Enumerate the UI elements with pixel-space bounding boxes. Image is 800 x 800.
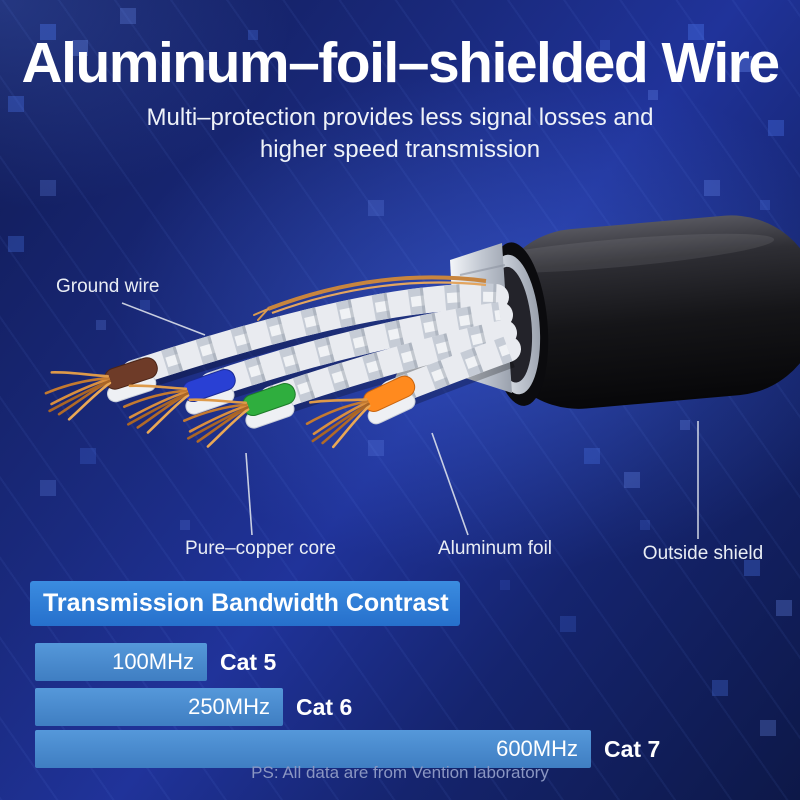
page-subtitle: Multi–protection provides less signal lo… — [0, 102, 800, 167]
pointer-aluminum-foil — [431, 432, 469, 536]
bar-cat7: 600MHz — [35, 730, 591, 768]
subtitle-line-1: Multi–protection provides less signal lo… — [146, 104, 654, 131]
pointer-copper-core — [245, 452, 253, 536]
bar-category-cat6: Cat 6 — [296, 693, 353, 720]
footnote: PS: All data are from Vention laboratory — [251, 763, 549, 782]
bar-row-cat6: 250MHz Cat 6 — [35, 688, 352, 726]
bar-cat6: 250MHz — [35, 688, 283, 726]
bar-value-cat7: 600MHz — [496, 736, 578, 761]
twisted-pair-green — [182, 320, 517, 448]
chart-title-banner: Transmission Bandwidth Contrast — [30, 581, 460, 626]
subtitle-line-2: higher speed transmission — [259, 136, 541, 164]
twisted-pair-orange — [305, 336, 521, 449]
bar-value-cat5: 100MHz — [112, 649, 194, 674]
bar-category-cat7: Cat 7 — [604, 735, 661, 762]
copper-strands — [182, 398, 250, 448]
label-copper-core: Pure–copper core — [184, 538, 337, 559]
twisted-pair-brown — [44, 283, 509, 421]
copper-strands — [44, 371, 112, 421]
pointer-ground-wire — [121, 302, 206, 336]
ground-wire — [253, 275, 487, 321]
label-ground-wire: Ground wire — [56, 276, 160, 297]
cable-diagram — [44, 215, 800, 539]
copper-strands — [305, 398, 371, 449]
twisted-pair-blue — [122, 302, 513, 434]
bar-cat5: 100MHz — [35, 643, 207, 681]
bar-row-cat5: 100MHz Cat 5 — [35, 643, 276, 681]
bar-category-cat5: Cat 5 — [220, 648, 277, 675]
label-aluminum-foil: Aluminum foil — [437, 538, 553, 559]
chart-title: Transmission Bandwidth Contrast — [43, 589, 449, 617]
background-pixel-squares — [0, 0, 16, 16]
pointer-lines — [121, 302, 699, 539]
label-outside-shield: Outside shield — [642, 543, 764, 564]
bar-row-cat7: 600MHz Cat 7 — [35, 730, 660, 768]
page-title: Aluminum–foil–shielded Wire — [21, 31, 780, 95]
bar-value-cat6: 250MHz — [188, 694, 270, 719]
background-pixel-squares-small — [0, 0, 10, 10]
copper-strands — [122, 384, 190, 434]
